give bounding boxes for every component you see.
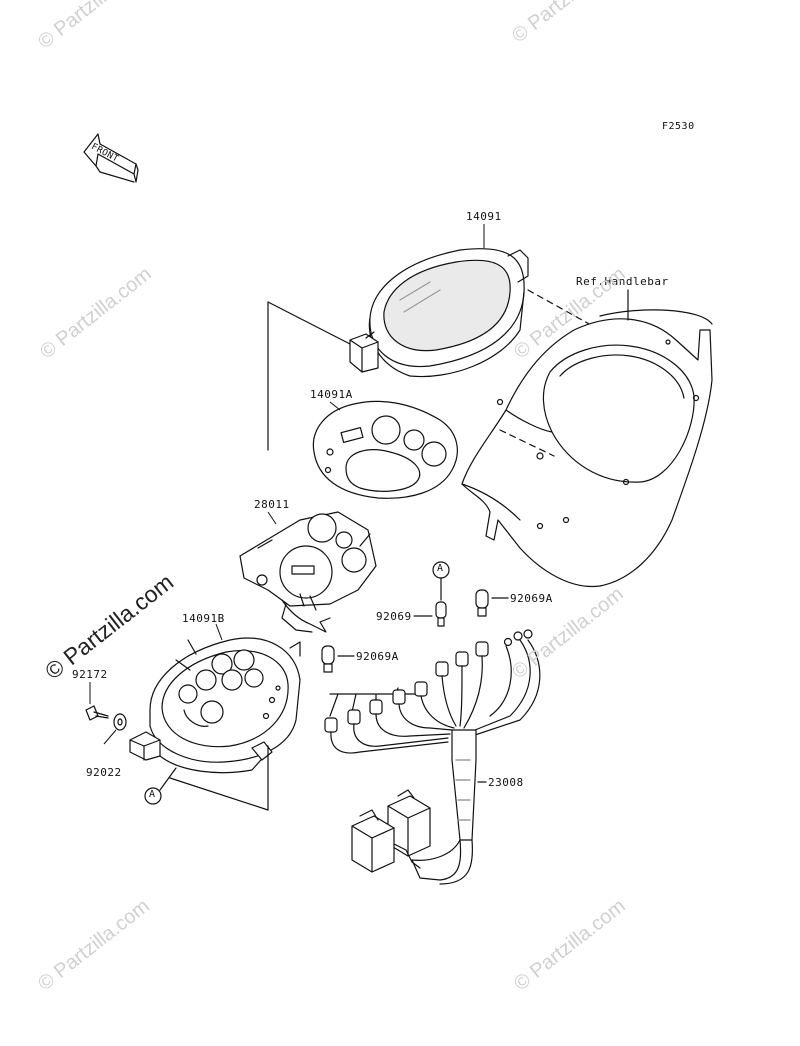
screw-92172[interactable] bbox=[85, 705, 109, 721]
part-label-92069A-right[interactable]: 92069A bbox=[510, 592, 553, 605]
meter-assembly-28011[interactable] bbox=[239, 511, 377, 633]
part-label-28011[interactable]: 28011 bbox=[254, 498, 290, 511]
part-label-14091A[interactable]: 14091A bbox=[310, 388, 353, 401]
bulb-92069[interactable] bbox=[435, 601, 447, 627]
part-label-92069[interactable]: 92069 bbox=[376, 610, 412, 623]
part-label-92022[interactable]: 92022 bbox=[86, 766, 122, 779]
diagram-code: F2530 bbox=[662, 121, 695, 132]
callout-a-bottom bbox=[144, 787, 162, 805]
callout-a-top-label: A bbox=[437, 563, 444, 574]
wiring-harness-23008[interactable] bbox=[324, 629, 541, 885]
meter-case-14091B[interactable] bbox=[129, 637, 301, 774]
callout-a-bottom-label: A bbox=[149, 789, 156, 800]
bulb-92069A-right[interactable] bbox=[475, 589, 489, 617]
part-label-23008[interactable]: 23008 bbox=[488, 776, 524, 789]
harness-connectors bbox=[351, 789, 431, 873]
meter-cover-14091[interactable] bbox=[349, 248, 529, 378]
handlebar-fairing bbox=[461, 309, 713, 588]
part-label-92069A-left[interactable]: 92069A bbox=[356, 650, 399, 663]
part-label-92172[interactable]: 92172 bbox=[72, 668, 108, 681]
part-label-14091B[interactable]: 14091B bbox=[182, 612, 225, 625]
bulb-92069A-left[interactable] bbox=[321, 645, 335, 673]
washer-92022[interactable] bbox=[113, 713, 127, 731]
ref-handlebar-label: Ref.Handlebar bbox=[576, 275, 669, 288]
part-label-14091[interactable]: 14091 bbox=[466, 210, 502, 223]
front-arrow-icon bbox=[83, 133, 139, 183]
meter-panel-14091A[interactable] bbox=[312, 400, 458, 499]
